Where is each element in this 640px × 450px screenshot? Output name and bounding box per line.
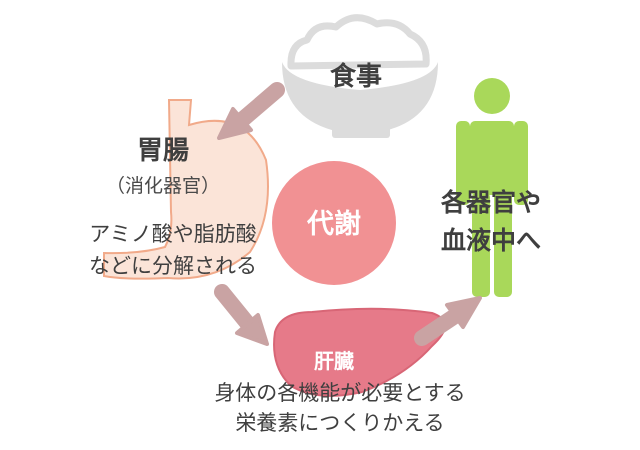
liver-label: 肝臓 xyxy=(314,349,354,373)
person-leg-left xyxy=(472,192,490,297)
arrow-liver-to-organs xyxy=(414,308,463,346)
person-torso xyxy=(470,121,514,195)
organs-description: 各器官や 血液中へ xyxy=(416,184,566,260)
person-head xyxy=(474,78,510,114)
gut-title: 胃腸 xyxy=(136,136,189,166)
organs-description-line: 血液中へ xyxy=(440,226,541,255)
metabolism-label: 代謝 xyxy=(307,209,361,240)
person-arm-left xyxy=(456,121,470,205)
gut-description-line: アミノ酸や脂肪酸 xyxy=(89,222,257,246)
arrow-icon xyxy=(214,82,482,346)
rice-mound xyxy=(287,14,430,70)
liver-description: 身体の各機能が必要とする 栄養素につくりかえる xyxy=(160,378,520,438)
rice-bowl-icon xyxy=(282,14,438,138)
person-icon xyxy=(456,78,528,297)
gut-description: アミノ酸や脂肪酸 などに分解される xyxy=(58,218,288,282)
arrow-meal-to-gut xyxy=(234,82,285,128)
arrow-meal-to-gut-head xyxy=(217,107,253,140)
metabolism-circle xyxy=(272,161,396,285)
stomach-icon xyxy=(103,99,269,280)
person-arm-right xyxy=(514,121,528,205)
arrow-gut-to-liver-head xyxy=(235,313,269,346)
person-leg-right xyxy=(494,192,512,297)
arrow-liver-to-organs-head xyxy=(445,296,482,329)
liver-description-line: 栄養素につくりかえる xyxy=(235,411,445,435)
arrow-gut-to-liver xyxy=(214,284,256,332)
bowl-foot xyxy=(332,126,390,138)
liver-description-line: 身体の各機能が必要とする xyxy=(214,381,466,405)
gut-description-line: などに分解される xyxy=(89,254,257,278)
liver-icon xyxy=(273,307,446,397)
meal-label: 食事 xyxy=(329,62,382,92)
organs-description-line: 各器官や xyxy=(440,188,541,217)
bowl-body xyxy=(282,62,438,132)
gut-subtitle: （消化器官） xyxy=(105,175,220,197)
